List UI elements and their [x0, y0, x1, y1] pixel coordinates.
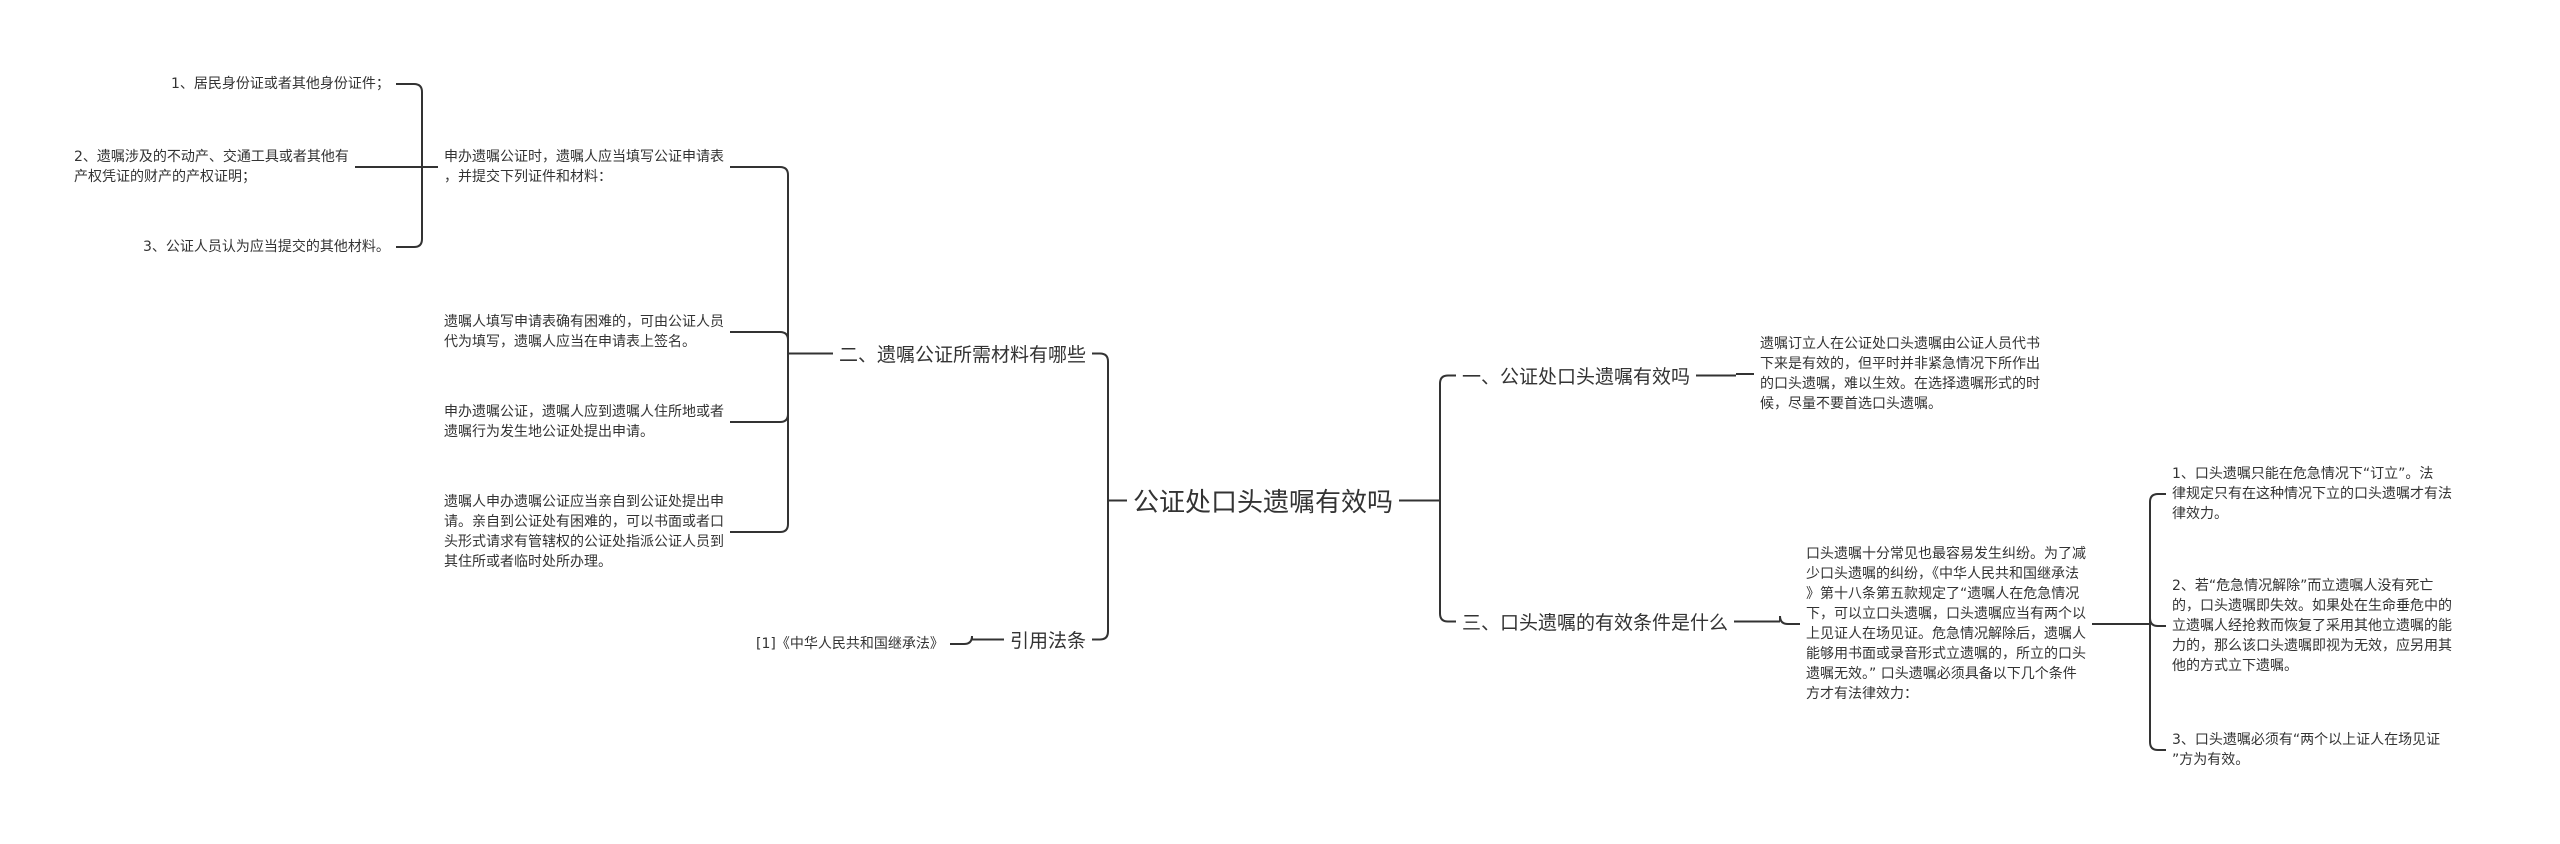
text-line: 1、口头遗嘱只能在危急情况下“订立”。法 — [2172, 466, 2434, 482]
conditions-list-arm-0 — [2149, 493, 2166, 624]
text-line: 头形式请求有管辖权的公证处指派公证人员到 — [444, 534, 724, 550]
text-line: 能够用书面或录音形式立遗嘱的，所立的口头 — [1806, 646, 2086, 662]
text-line: 申办遗嘱公证时，遗嘱人应当填写公证申请表 — [444, 149, 724, 165]
text-line: 3、口头遗嘱必须有“两个以上证人在场见证 — [2172, 732, 2441, 748]
leaf-property-proof[interactable]: 2、遗嘱涉及的不动产、交通工具或者其他有 产权凭证的财产的产权证明； — [74, 147, 349, 187]
leaf-conditions-intro[interactable]: 口头遗嘱十分常见也最容易发生纠纷。为了减 少口头遗嘱的纠纷，《中华人民共和国继承… — [1806, 544, 2086, 704]
text-line: 遗嘱订立人在公证处口头遗嘱由公证人员代书 — [1760, 336, 2040, 352]
text-line: 其住所或者临时处所办理。 — [444, 554, 612, 570]
leaf-inheritance-law[interactable]: [1]《中华人民共和国继承法》 — [756, 634, 944, 654]
text-line: ”方为有效。 — [2172, 752, 2250, 768]
leaf-application-location[interactable]: 申办遗嘱公证，遗嘱人应到遗嘱人住所地或者 遗嘱行为发生地公证处提出申请。 — [444, 402, 724, 442]
text-line: 遗嘱人填写申请表确有困难的，可由公证人员 — [444, 314, 724, 330]
text-line: 少口头遗嘱的纠纷，《中华人民共和国继承法 — [1806, 566, 2079, 582]
law-arm-0 — [950, 635, 973, 645]
application-arm-0 — [396, 83, 423, 167]
leaf-validity-explanation[interactable]: 遗嘱订立人在公证处口头遗嘱由公证人员代书 下来是有效的，但平时并非紧急情况下所作… — [1760, 334, 2040, 414]
text-line: 下来是有效的，但平时并非紧急情况下所作出 — [1760, 356, 2040, 372]
text-line: 律效力。 — [2172, 506, 2228, 522]
application-arm-2 — [396, 167, 423, 248]
text-line: 口头遗嘱十分常见也最容易发生纠纷。为了减 — [1806, 546, 2086, 562]
leaf-condition-lapse[interactable]: 2、若“危急情况解除”而立遗嘱人没有死亡 的，口头遗嘱即失效。如果处在生命垂危中… — [2172, 576, 2452, 676]
leaf-staff-fill-form[interactable]: 遗嘱人填写申请表确有困难的，可由公证人员 代为填写，遗嘱人应当在申请表上签名。 — [444, 312, 724, 352]
text-line: 申办遗嘱公证，遗嘱人应到遗嘱人住所地或者 — [444, 404, 724, 420]
text-line: 遗嘱行为发生地公证处提出申请。 — [444, 424, 654, 440]
text-line: 的，口头遗嘱即失效。如果处在生命垂危中的 — [2172, 598, 2452, 614]
leaf-id-card[interactable]: 1、居民身份证或者其他身份证件； — [171, 74, 390, 94]
text-line: 2、若“危急情况解除”而立遗嘱人没有死亡 — [2172, 578, 2434, 594]
leaf-condition-witnesses[interactable]: 3、口头遗嘱必须有“两个以上证人在场见证 ”方为有效。 — [2172, 730, 2440, 770]
text-line: 下，可以立口头遗嘱，口头遗嘱应当有两个以 — [1806, 606, 2086, 622]
conditions-arm-0 — [1779, 615, 1800, 625]
leaf-other-materials[interactable]: 3、公证人员认为应当提交的其他材料。 — [143, 237, 390, 257]
text-line: 他的方式立下遗嘱。 — [2172, 658, 2298, 674]
text-line: 方才有法律效力： — [1806, 686, 1918, 702]
branch-materials[interactable]: 二、遗嘱公证所需材料有哪些 — [839, 344, 1087, 366]
text-line: 力的，那么该口头遗嘱即视为无效，应另用其 — [2172, 638, 2452, 654]
conditions-list-arm-1 — [2149, 617, 2166, 627]
materials-arm-1 — [730, 331, 789, 354]
text-line: [1]《中华人民共和国继承法》 — [756, 636, 944, 652]
root-right-arm-0 — [1439, 374, 1456, 501]
text-line: 》第十八条第五款规定了“遗嘱人在危急情况 — [1806, 586, 2080, 602]
text-line: 2、遗嘱涉及的不动产、交通工具或者其他有 — [74, 149, 349, 165]
leaf-in-person-application[interactable]: 遗嘱人申办遗嘱公证应当亲自到公证处提出申 请。亲自到公证处有困难的，可以书面或者… — [444, 492, 724, 572]
leaf-application-form[interactable]: 申办遗嘱公证时，遗嘱人应当填写公证申请表 ，并提交下列证件和材料： — [444, 147, 724, 187]
text-line: 1、居民身份证或者其他身份证件； — [171, 76, 390, 92]
materials-arm-3 — [730, 353, 789, 533]
text-line: 3、公证人员认为应当提交的其他材料。 — [143, 239, 390, 255]
root-right-arm-1 — [1439, 500, 1456, 623]
text-line: 上见证人在场见证。危急情况解除后，遗嘱人 — [1806, 626, 2086, 642]
text-line: 遗嘱人申办遗嘱公证应当亲自到公证处提出申 — [444, 494, 724, 510]
root-left-arm-1 — [1092, 500, 1109, 641]
leaf-condition-emergency[interactable]: 1、口头遗嘱只能在危急情况下“订立”。法 律规定只有在这种情况下立的口头遗嘱才有… — [2172, 464, 2452, 524]
text-line: 律规定只有在这种情况下立的口头遗嘱才有法 — [2172, 486, 2452, 502]
text-line: 代为填写，遗嘱人应当在申请表上签名。 — [444, 334, 696, 350]
text-line: 候，尽量不要首选口头遗嘱。 — [1760, 396, 1942, 412]
branch-cited-law[interactable]: 引用法条 — [1010, 630, 1087, 652]
branch-valid-conditions[interactable]: 三、口头遗嘱的有效条件是什么 — [1462, 612, 1729, 634]
text-line: 请。亲自到公证处有困难的，可以书面或者口 — [444, 514, 724, 530]
text-line: 立遗嘱人经抢救而恢复了采用其他立遗嘱的能 — [2172, 618, 2452, 634]
root-topic[interactable]: 公证处口头遗嘱有效吗 — [1133, 488, 1394, 518]
materials-arm-0 — [730, 166, 789, 354]
text-line: 的口头遗嘱，难以生效。在选择遗嘱形式的时 — [1760, 376, 2040, 392]
conditions-list-arm-2 — [2149, 624, 2166, 751]
text-line: 遗嘱无效。” 口头遗嘱必须具备以下几个条件 — [1806, 666, 2077, 682]
text-line: 产权凭证的财产的产权证明； — [74, 169, 256, 185]
root-left-arm-0 — [1092, 352, 1109, 501]
branch-is-valid[interactable]: 一、公证处口头遗嘱有效吗 — [1462, 366, 1691, 388]
materials-arm-2 — [730, 353, 789, 423]
text-line: ，并提交下列证件和材料： — [444, 169, 612, 185]
